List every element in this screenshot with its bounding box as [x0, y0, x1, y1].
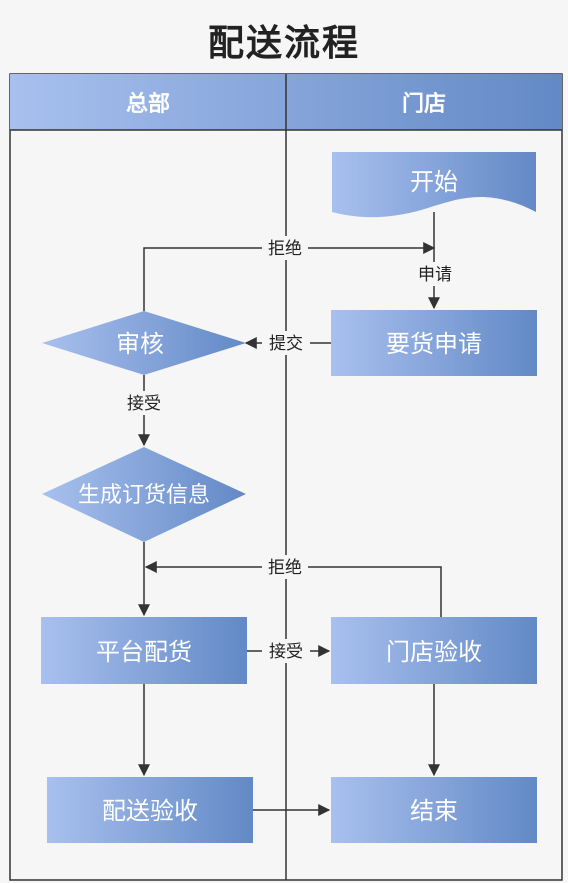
- node-platform-label: 平台配货: [96, 638, 192, 666]
- node-request-label: 要货申请: [386, 330, 482, 358]
- node-end-label: 结束: [410, 797, 458, 825]
- label-bg: [262, 331, 310, 355]
- node-end: [331, 777, 537, 843]
- node-review-label: 审核: [116, 330, 164, 358]
- edge-label-accept-review: 接受: [127, 394, 161, 414]
- edge-label-reject-mid: 拒绝: [268, 558, 302, 578]
- edge-label-submit: 提交: [269, 334, 303, 354]
- label-bg: [262, 236, 308, 260]
- node-request: [331, 310, 537, 376]
- label-bg: [262, 555, 308, 579]
- node-generate-label: 生成订货信息: [78, 483, 210, 508]
- node-review: [42, 311, 246, 375]
- node-delivery-accept-label: 配送验收: [102, 797, 198, 825]
- node-delivery-accept: [47, 777, 253, 843]
- node-store-accept: [331, 617, 537, 684]
- edge-label-reject-top: 拒绝: [268, 239, 302, 259]
- label-bg: [412, 262, 458, 286]
- label-bg: [121, 391, 167, 415]
- diagram-title: 配送流程: [207, 23, 360, 64]
- node-start-label: 开始: [410, 168, 458, 196]
- edge-reject-mid: [144, 561, 442, 617]
- label-bg: [262, 639, 310, 663]
- node-generate: [42, 447, 246, 542]
- edge-label-accept-platform: 接受: [269, 642, 303, 662]
- lane-header-store: 门店: [402, 91, 446, 117]
- edge-reject-top: [143, 242, 436, 311]
- lane-header-hq: 总部: [126, 91, 170, 117]
- node-start: [332, 152, 536, 218]
- node-store-accept-label: 门店验收: [386, 638, 482, 666]
- edge-label-apply: 申请: [418, 265, 452, 285]
- node-platform: [41, 617, 247, 684]
